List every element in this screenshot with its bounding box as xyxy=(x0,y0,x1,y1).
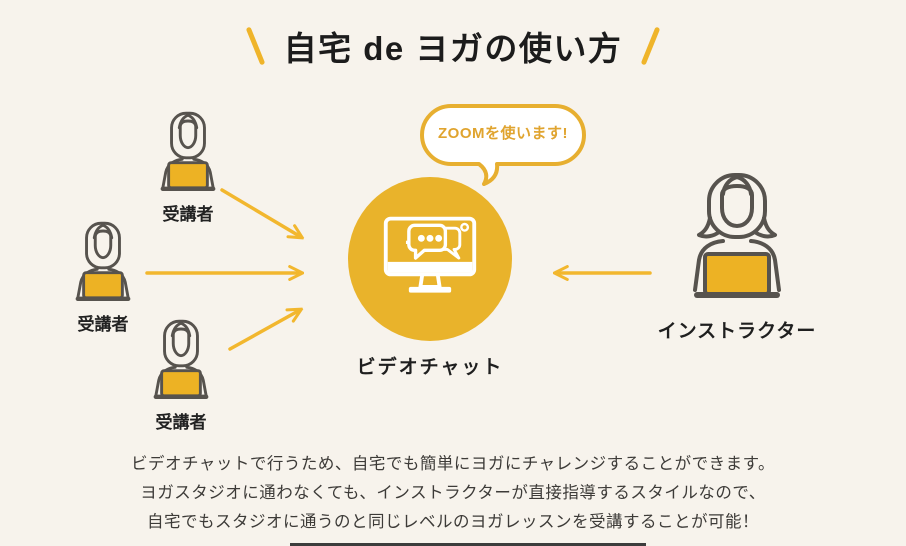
video-chat-monitor-icon xyxy=(383,216,477,293)
instructor-label: インストラクター xyxy=(657,321,817,342)
title-right-slash-decoration xyxy=(641,26,661,66)
video-chat-circle xyxy=(348,177,512,341)
bottom-divider-line xyxy=(290,543,646,546)
description-line: ヨガスタジオに通わなくても、インストラクターが直接指導するスタイルなので、 xyxy=(140,484,766,502)
student-bottom: 受講者 xyxy=(126,318,236,433)
person-laptop-icon xyxy=(160,111,216,191)
student-middle: 受講者 xyxy=(48,220,158,335)
page-title: 自宅 de ヨガの使い方 xyxy=(283,30,623,67)
video-chat-label: ビデオチャット xyxy=(356,357,504,378)
title-row: 自宅 de ヨガの使い方 xyxy=(0,16,906,76)
instructor: インストラクター xyxy=(637,168,837,343)
description-line: ビデオチャットで行うため、自宅でも簡単にヨガにチャレンジすることができます。 xyxy=(130,455,776,473)
arrow-student-bottom-to-chat xyxy=(228,310,300,351)
student-label: 受講者 xyxy=(162,205,214,224)
instructor-laptop-icon xyxy=(693,173,781,298)
student-label: 受講者 xyxy=(155,413,207,432)
student-top: 受講者 xyxy=(133,110,243,225)
description-line: 自宅でもスタジオに通うのと同じレベルのヨガレッスンを受講することが可能！ xyxy=(147,513,759,531)
person-laptop-icon xyxy=(153,319,209,399)
title-left-slash-decoration xyxy=(245,26,265,66)
description-paragraph: ビデオチャットで行うため、自宅でも簡単にヨガにチャレンジすることができます。 ヨ… xyxy=(0,450,906,537)
zoom-speech-bubble: ZOOMを使います! xyxy=(418,102,588,186)
student-label: 受講者 xyxy=(77,315,129,334)
speech-bubble-text: ZOOMを使います! xyxy=(438,125,568,142)
person-laptop-icon xyxy=(75,221,131,301)
speech-bubble-shape xyxy=(420,104,586,186)
